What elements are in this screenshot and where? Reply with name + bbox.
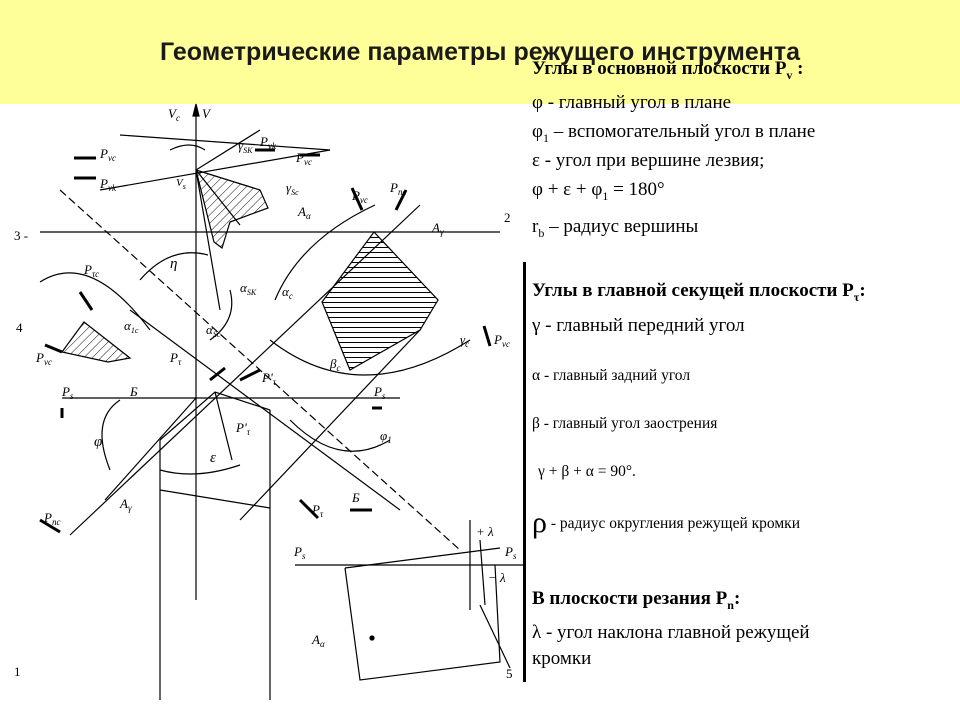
- main-plane-alpha: α - главный задний угол: [532, 367, 691, 384]
- basic-plane-phi1: φ1 – вспомогательный угол в плане: [532, 121, 816, 145]
- label-phi-1: φ1: [380, 428, 392, 445]
- section-main-plane: [321, 231, 439, 371]
- label-v: V: [202, 106, 212, 121]
- main-plane-sum: γ + β + α = 90°.: [538, 463, 636, 480]
- label-num-5: 5: [506, 666, 513, 681]
- label-p-s-right: Ps: [373, 384, 386, 401]
- label-vs: Vs: [176, 177, 186, 191]
- main-plane-beta: β - главный угол заострения: [532, 415, 718, 432]
- label-beta-c: βc: [329, 356, 340, 373]
- label-p-t-prime: P'τ: [261, 370, 277, 387]
- label-gamma-sk: γSK: [238, 138, 253, 155]
- label-p-nc-left: Pnc: [43, 510, 60, 527]
- label-alpha-sc: αSc: [206, 322, 221, 339]
- label-p-nc-mid: Pnc: [389, 180, 406, 197]
- label-a-gamma-bottom: Aγ: [119, 496, 132, 513]
- label-b-section-bottom: Б: [351, 490, 360, 505]
- label-alpha-sk: αSK: [240, 280, 257, 297]
- label-num-2: 2: [504, 210, 511, 225]
- label-alpha-c: αc: [282, 284, 293, 301]
- section-auxiliary-plane: [60, 321, 132, 363]
- label-p-s-left: Ps: [61, 384, 74, 401]
- basic-plane-sum: φ + ε + φ1 = 180°: [532, 179, 665, 203]
- label-p-vc-top: Pvc: [99, 146, 116, 163]
- section-basic-plane: [195, 169, 269, 249]
- label-plus-lambda: + λ: [476, 524, 494, 539]
- label-p-lower-right: Ps: [504, 544, 517, 561]
- label-b-section-top: Б: [129, 384, 138, 399]
- basic-plane-rb: rb – радиус вершины: [532, 216, 699, 240]
- cutting-plane-heading: В плоскости резания Pn:: [532, 588, 741, 612]
- label-eta: η: [170, 256, 177, 272]
- main-plane-gamma: γ - главный передний угол: [532, 315, 745, 336]
- basic-plane-phi: φ - главный угол в плане: [532, 92, 732, 113]
- label-p-vc-diamond: Pvc: [493, 332, 510, 349]
- label-num-3: 3 -: [14, 228, 28, 243]
- label-gamma-sc: γSc: [286, 180, 299, 197]
- label-a-gamma-top: Aγ: [431, 220, 444, 237]
- label-num-4: 4: [16, 320, 23, 335]
- label-gamma-c: γc: [460, 332, 469, 349]
- label-p-vc-right: Pvc: [295, 150, 312, 167]
- label-p-vc-mid: Pvc: [351, 188, 368, 205]
- label-a-alpha-top: Aα: [297, 204, 311, 221]
- label-p-vk: Pvk: [99, 176, 117, 193]
- cutting-plane-lambda-cont: кромки: [532, 648, 592, 669]
- label-minus-lambda: − λ: [488, 570, 506, 585]
- label-a-alpha-bottom: Aα: [311, 632, 325, 649]
- basic-plane-epsilon: ε - угол при вершине лезвия;: [532, 150, 765, 171]
- label-p-vk-right: Pvk: [259, 134, 277, 151]
- label-p-vc-left: Pvc: [35, 350, 52, 367]
- label-p-t: Pτ: [169, 350, 182, 367]
- main-plane-rho: ρ - радиус округления режущей кромки: [532, 506, 801, 539]
- basic-plane-heading: Углы в основной плоскости Pv :: [532, 58, 804, 82]
- label-p-tc: Pτc: [83, 262, 99, 279]
- label-p-t-prime-lower: P'τ: [235, 420, 251, 437]
- label-num-1: 1: [14, 664, 21, 679]
- label-phi: φ: [94, 434, 102, 450]
- vertical-separator: [523, 262, 526, 682]
- page-title: Геометрические параметры режущего инстру…: [159, 38, 801, 66]
- cutting-plane-lambda: λ - угол наклона главной режущей: [532, 622, 810, 643]
- title-bar: [0, 0, 960, 104]
- label-p-t-bottom: Pτ: [311, 502, 324, 519]
- label-vc: Vc: [168, 106, 180, 123]
- label-p-lower: Ps: [293, 544, 306, 561]
- label-alpha-1c: α1c: [124, 318, 139, 335]
- main-plane-heading: Углы в главной секущей плоскости Pτ:: [532, 280, 866, 304]
- label-epsilon: ε: [210, 450, 216, 466]
